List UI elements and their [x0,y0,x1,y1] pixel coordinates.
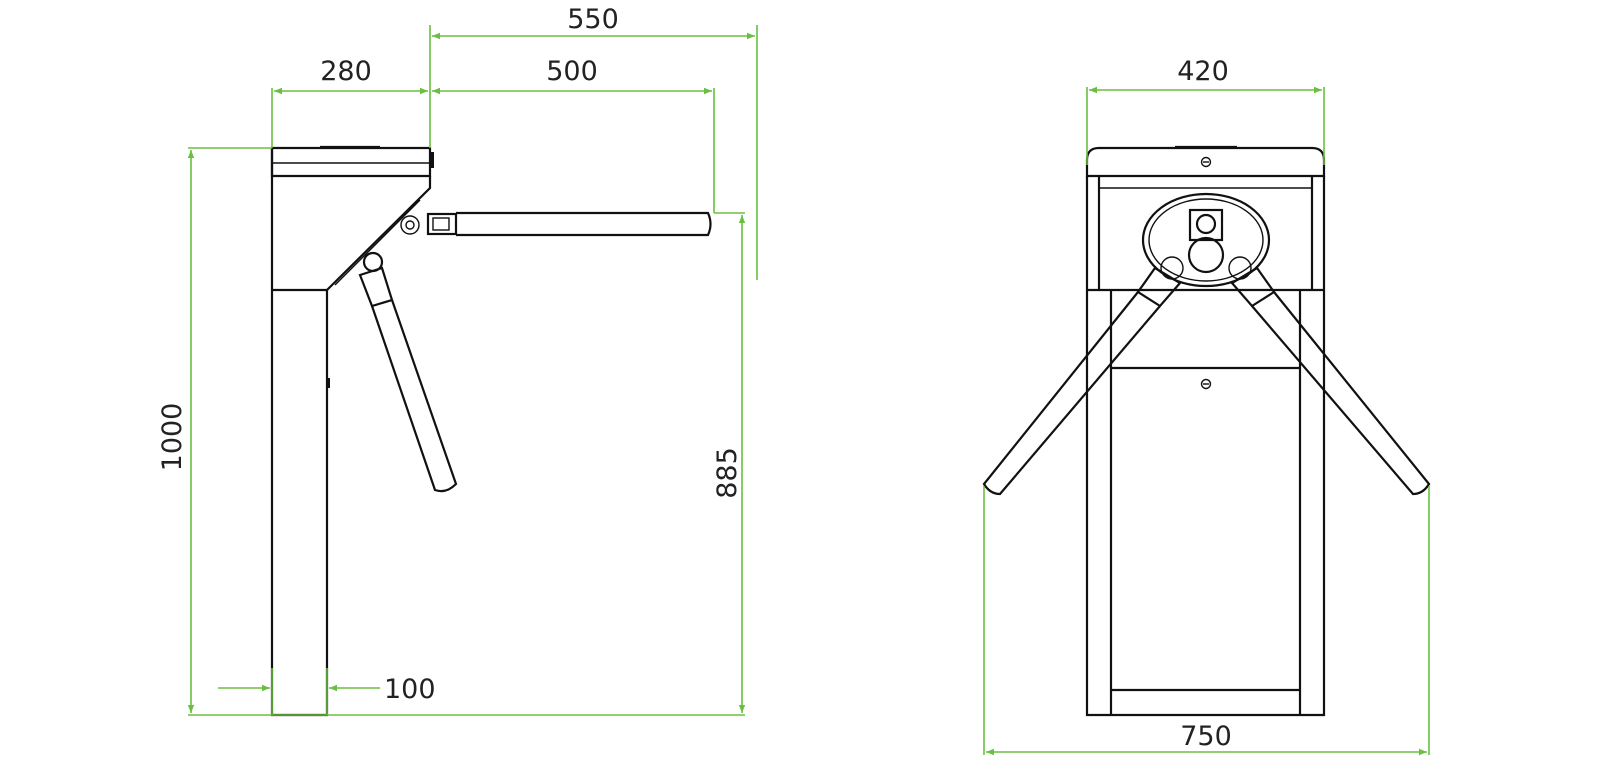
dimension-label: 750 [1180,721,1232,752]
dimension-label: 100 [384,674,436,705]
side-view: 550 280 500 1000 885 100 [157,4,758,717]
dimension-750: 750 [983,486,1430,756]
dimension-label: 550 [567,4,619,35]
side-view-lower-arm [358,251,458,493]
dimension-100: 100 [218,668,436,715]
dimension-420: 420 [1086,56,1325,165]
front-view-body [1085,145,1326,717]
side-view-horizontal-arm [400,211,712,237]
dimension-label: 500 [546,56,598,87]
dimension-1000: 1000 [157,147,745,716]
front-view-right-arm [1230,266,1431,496]
front-view-left-arm [982,266,1182,496]
front-view: 420 750 [982,56,1431,756]
dimension-label: 280 [320,56,372,87]
front-view-rotor [1141,192,1271,288]
side-view-body [270,145,434,717]
dimension-label: 885 [712,447,743,499]
dimension-label: 1000 [157,403,188,472]
dimension-280: 280 [271,56,428,148]
dimension-500: 500 [432,56,715,213]
dimension-885: 885 [712,212,746,713]
dimension-label: 420 [1177,56,1229,87]
dimension-550: 550 [429,4,758,280]
